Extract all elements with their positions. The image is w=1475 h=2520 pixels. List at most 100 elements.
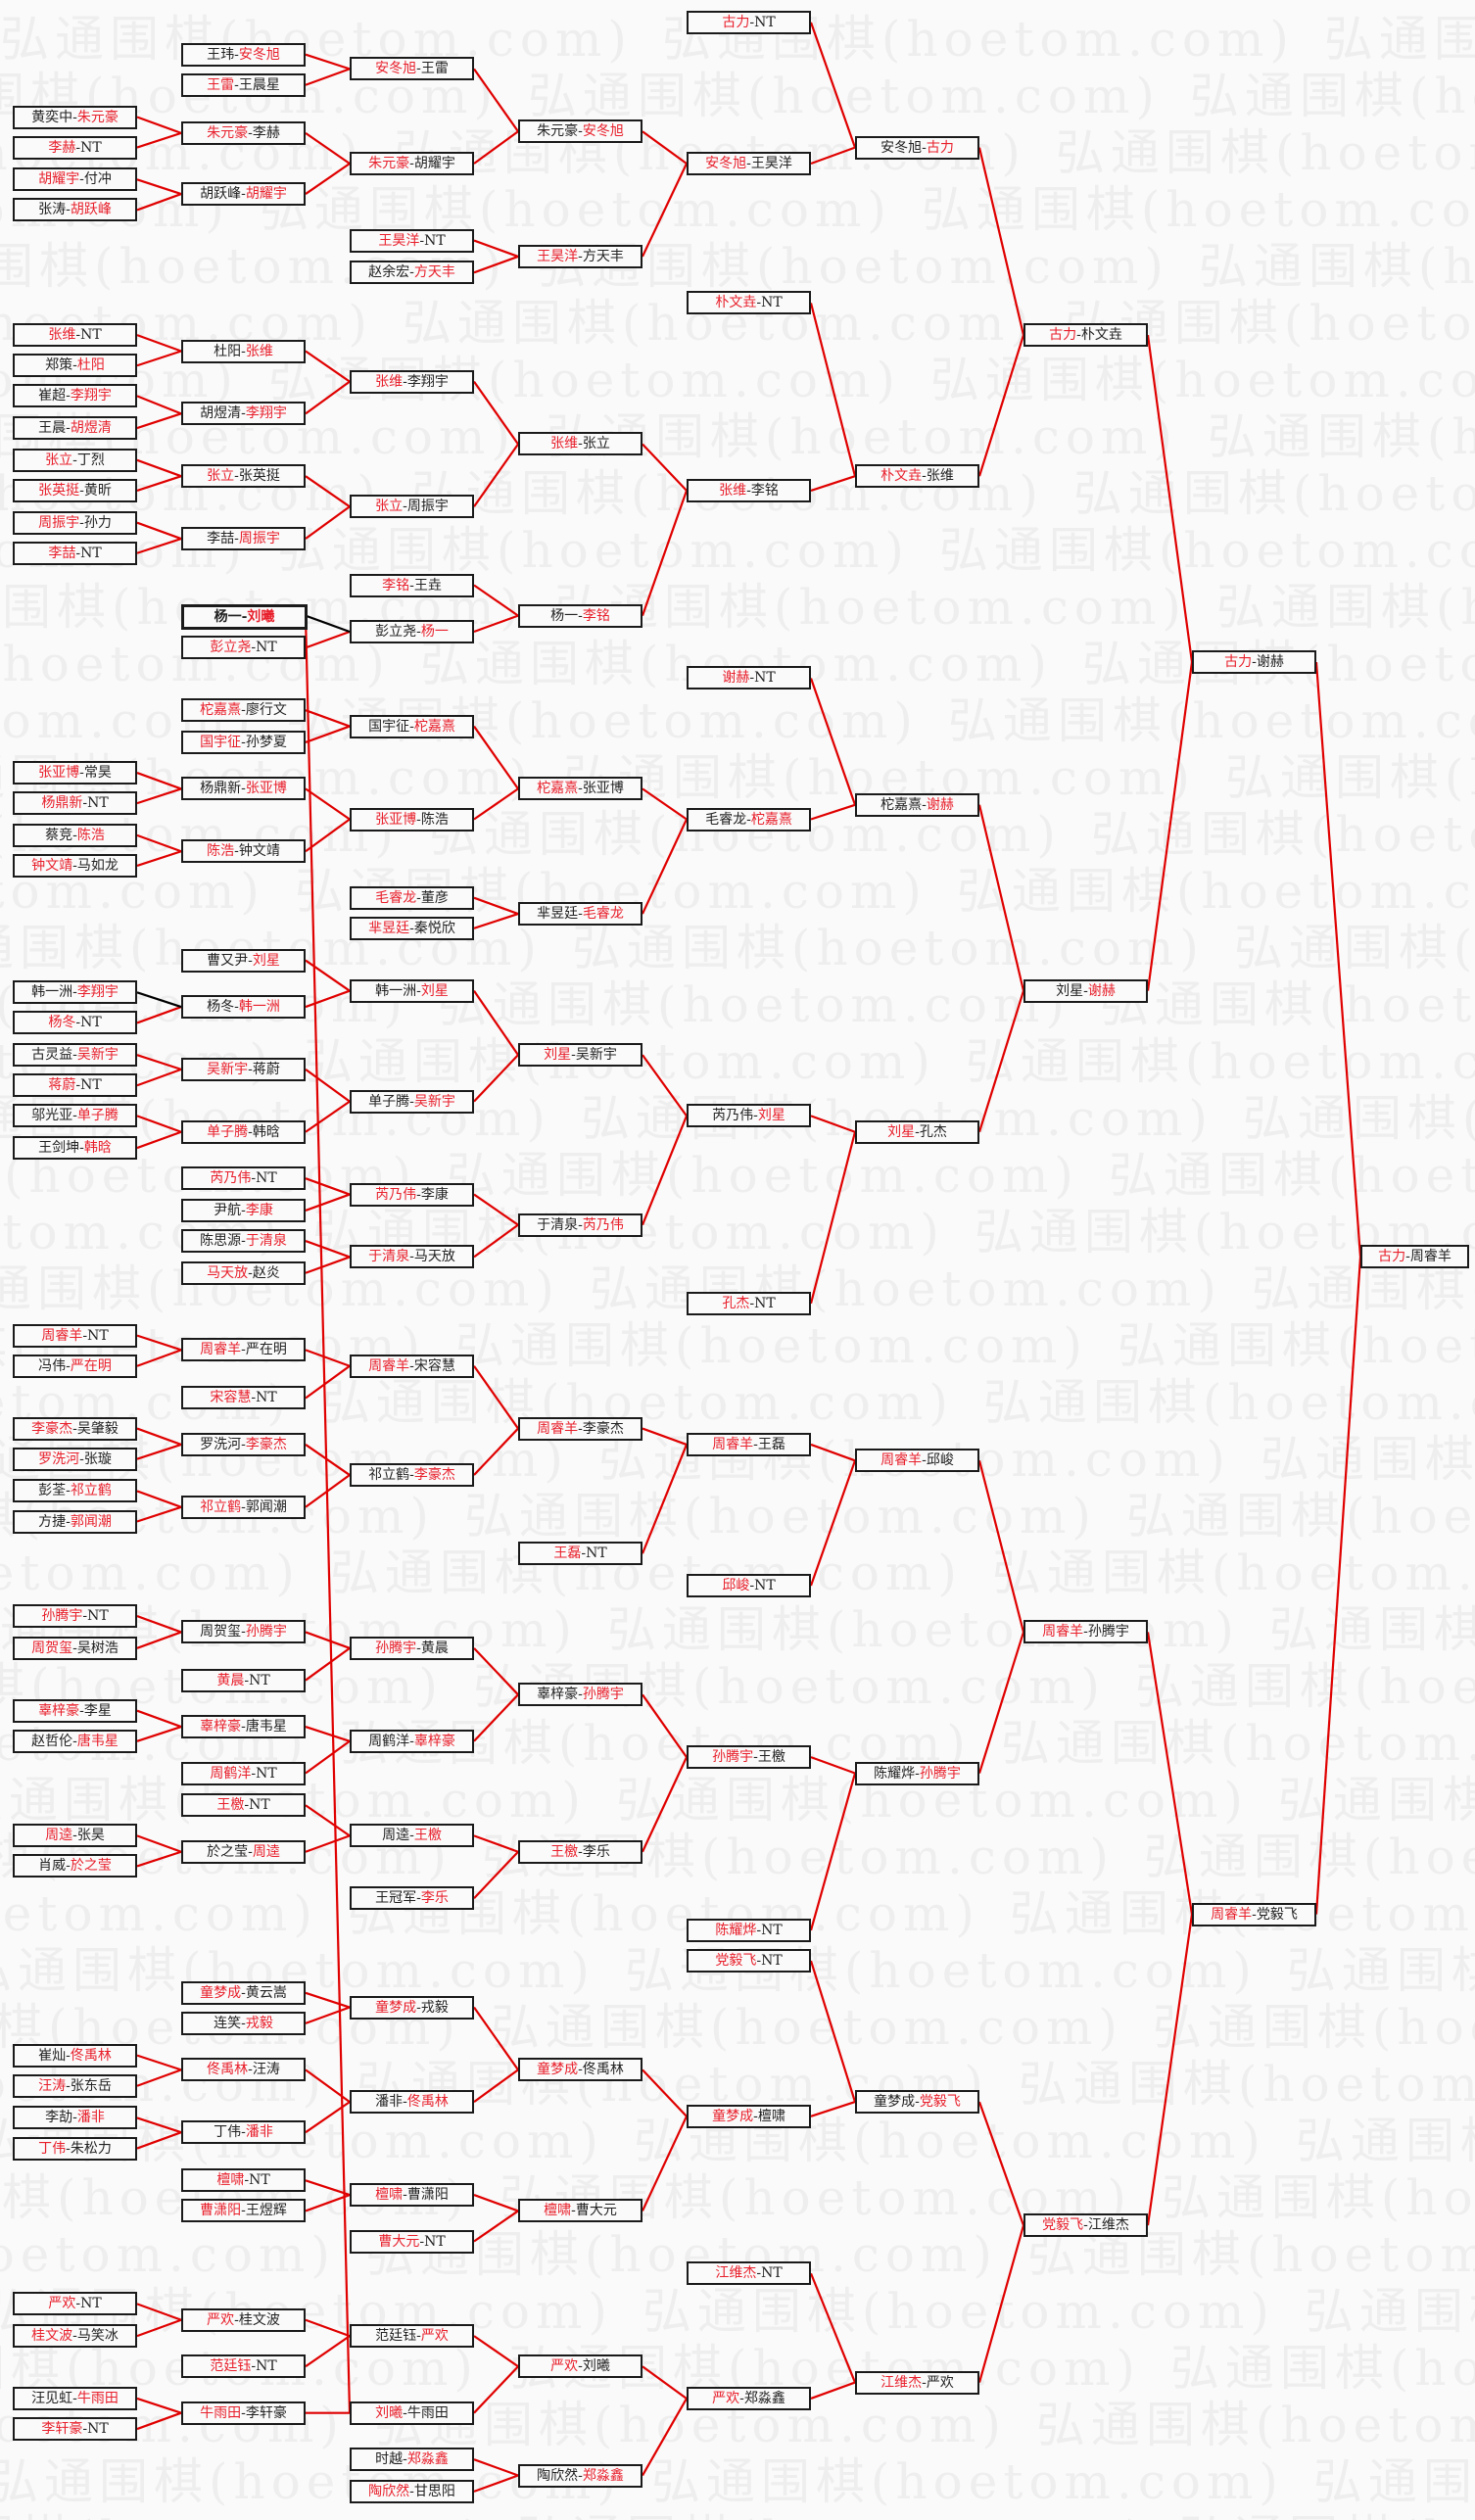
bracket-connector <box>305 614 351 634</box>
match-separator: - <box>66 1513 71 1530</box>
match-box: 于清泉-芮乃伟 <box>518 1212 642 1237</box>
winner-name: 辜梓豪 <box>200 1719 242 1735</box>
winner-name: 韩一洲 <box>238 999 280 1016</box>
player-name: 周睿羊 <box>1409 1249 1451 1265</box>
match-box: 邬光亚-单子腾 <box>13 1104 137 1128</box>
watermark-text: 弘通围棋(hoetom.com) <box>571 920 1205 976</box>
winner-name: 杜阳 <box>76 357 105 374</box>
player-name: 桂文波 <box>238 2311 280 2328</box>
winner-name: 张立 <box>207 468 235 485</box>
match-box: 张维-李翔宇 <box>350 369 474 394</box>
match-box: 孙腾宇-NT <box>13 1604 137 1629</box>
match-box: 丁伟-潘非 <box>181 2120 306 2145</box>
watermark-text: 弘通围棋(hoetom.com) <box>1286 1942 1475 1999</box>
match-separator: - <box>241 186 246 203</box>
bracket-connector <box>136 833 182 853</box>
winner-name: 孙腾宇 <box>245 1624 287 1640</box>
player-name: 黄云嵩 <box>245 1984 287 2001</box>
watermark-text: 弘通围棋(hoetom.com) <box>921 181 1475 238</box>
match-box: 张立-丁烈 <box>13 448 137 472</box>
watermark-text: 弘通围棋(hoetom.com) <box>1304 2283 1475 2340</box>
match-separator: - <box>578 781 583 797</box>
bracket-connector <box>136 350 182 367</box>
watermark-text: 弘通围棋(hoetom.com) <box>0 2226 336 2283</box>
winner-name: 周睿羊 <box>1042 1624 1084 1640</box>
match-separator: - <box>75 327 81 344</box>
winner-name: 童梦成 <box>200 1984 242 2001</box>
match-box: 周睿羊-邱峻 <box>855 1449 979 1473</box>
match-box: 陈耀烨-孙腾宇 <box>855 1761 979 1785</box>
player-name: 常昊 <box>83 765 112 782</box>
winner-name: 张维 <box>375 373 404 390</box>
player-name: 郭闻潮 <box>245 1498 287 1515</box>
winner-name: 桂文波 <box>31 2328 73 2345</box>
bracket-connector <box>642 443 688 492</box>
winner-name: 曹大元 <box>378 2233 420 2250</box>
match-box: 周睿羊-孙腾宇 <box>1023 1620 1148 1644</box>
player-name: 毛睿龙 <box>705 811 747 828</box>
match-box: 芈昱廷-毛睿龙 <box>518 902 642 927</box>
match-separator: - <box>79 514 84 531</box>
player-name: 王剑坤 <box>38 1140 80 1157</box>
match-separator: - <box>72 452 77 468</box>
match-box: 王昊洋-方天丰 <box>518 244 642 268</box>
winner-name: 于清泉 <box>368 1249 410 1265</box>
winner-name: 芮乃伟 <box>210 1170 252 1187</box>
winner-name: 刘星 <box>544 1047 572 1064</box>
match-box: 韩一洲-刘星 <box>350 978 474 1003</box>
player-name: NT <box>761 295 783 311</box>
match-box: 周鹤洋-NT <box>181 1761 306 1785</box>
winner-name: 张英挺 <box>38 482 80 499</box>
match-box: 王檄-李乐 <box>518 1839 642 1864</box>
watermark-text: 弘通围棋(hoetom.com) <box>1108 1147 1475 1204</box>
player-name: NT <box>80 1015 102 1031</box>
match-separator: - <box>403 373 407 390</box>
player-name: 张涛 <box>38 202 67 218</box>
bracket-connector <box>136 787 182 805</box>
match-box: 芮乃伟-NT <box>181 1166 306 1191</box>
match-separator: - <box>416 1640 421 1656</box>
player-name: 於之莹 <box>207 1843 249 1860</box>
match-separator: - <box>66 1357 71 1374</box>
bracket-connector <box>473 2474 519 2493</box>
match-box: 辜梓豪-孙腾宇 <box>518 1683 642 1707</box>
winner-name: 单子腾 <box>76 1108 119 1124</box>
player-name: 张维 <box>926 468 954 485</box>
match-separator: - <box>409 1249 414 1265</box>
match-separator: - <box>578 2358 583 2375</box>
match-separator: - <box>72 357 77 374</box>
bracket-connector <box>473 1647 519 1696</box>
watermark-text: 弘通围棋(hoetom.com) <box>642 2283 1275 2340</box>
player-name: NT <box>256 640 277 656</box>
match-separator: - <box>251 2358 257 2375</box>
match-box: 彭立尧-杨一 <box>350 619 474 643</box>
match-box: 於之莹-周逵 <box>181 1839 306 1864</box>
winner-name: 周睿羊 <box>1211 1906 1253 1923</box>
winner-name: 张维 <box>245 343 273 359</box>
player-name: 尹航 <box>214 1202 242 1218</box>
watermark-text: 弘通围棋(hoetom.com) <box>1312 2453 1475 2510</box>
watermark-text: 弘通围棋(hoetom.com) <box>1099 976 1475 1033</box>
winner-name: 潘非 <box>245 2124 273 2141</box>
player-name: 古灵益 <box>31 1047 73 1064</box>
match-separator: - <box>75 139 81 156</box>
winner-name: 潘非 <box>76 2110 105 2126</box>
watermark-row: 弘通围棋(hoetom.com)弘通围棋(hoetom.com)弘通围棋(hoe… <box>0 1307 1475 1377</box>
player-name: 王磊 <box>757 1436 785 1452</box>
bracket-connector <box>473 1693 519 1742</box>
bracket-connector <box>305 1240 351 1259</box>
player-name: NT <box>754 1577 776 1593</box>
player-name: 丁伟 <box>214 2124 242 2141</box>
watermark-text: 弘通围棋(hoetom.com) <box>1072 465 1475 522</box>
bracket-connector <box>641 1444 689 1554</box>
winner-name: 安冬旭 <box>238 46 280 63</box>
match-separator: - <box>72 984 77 1001</box>
watermark-text: 弘通围棋(hoetom.com) <box>1090 806 1475 863</box>
bracket-connector <box>136 131 182 149</box>
bracket-connector <box>305 2179 351 2197</box>
match-separator: - <box>241 1436 246 1452</box>
match-box: 辜梓豪-李星 <box>13 1698 137 1723</box>
player-name: 柁嘉熹 <box>880 796 923 813</box>
match-box: 王檄-NT <box>181 1793 306 1818</box>
winner-name: 胡耀宇 <box>38 171 80 188</box>
